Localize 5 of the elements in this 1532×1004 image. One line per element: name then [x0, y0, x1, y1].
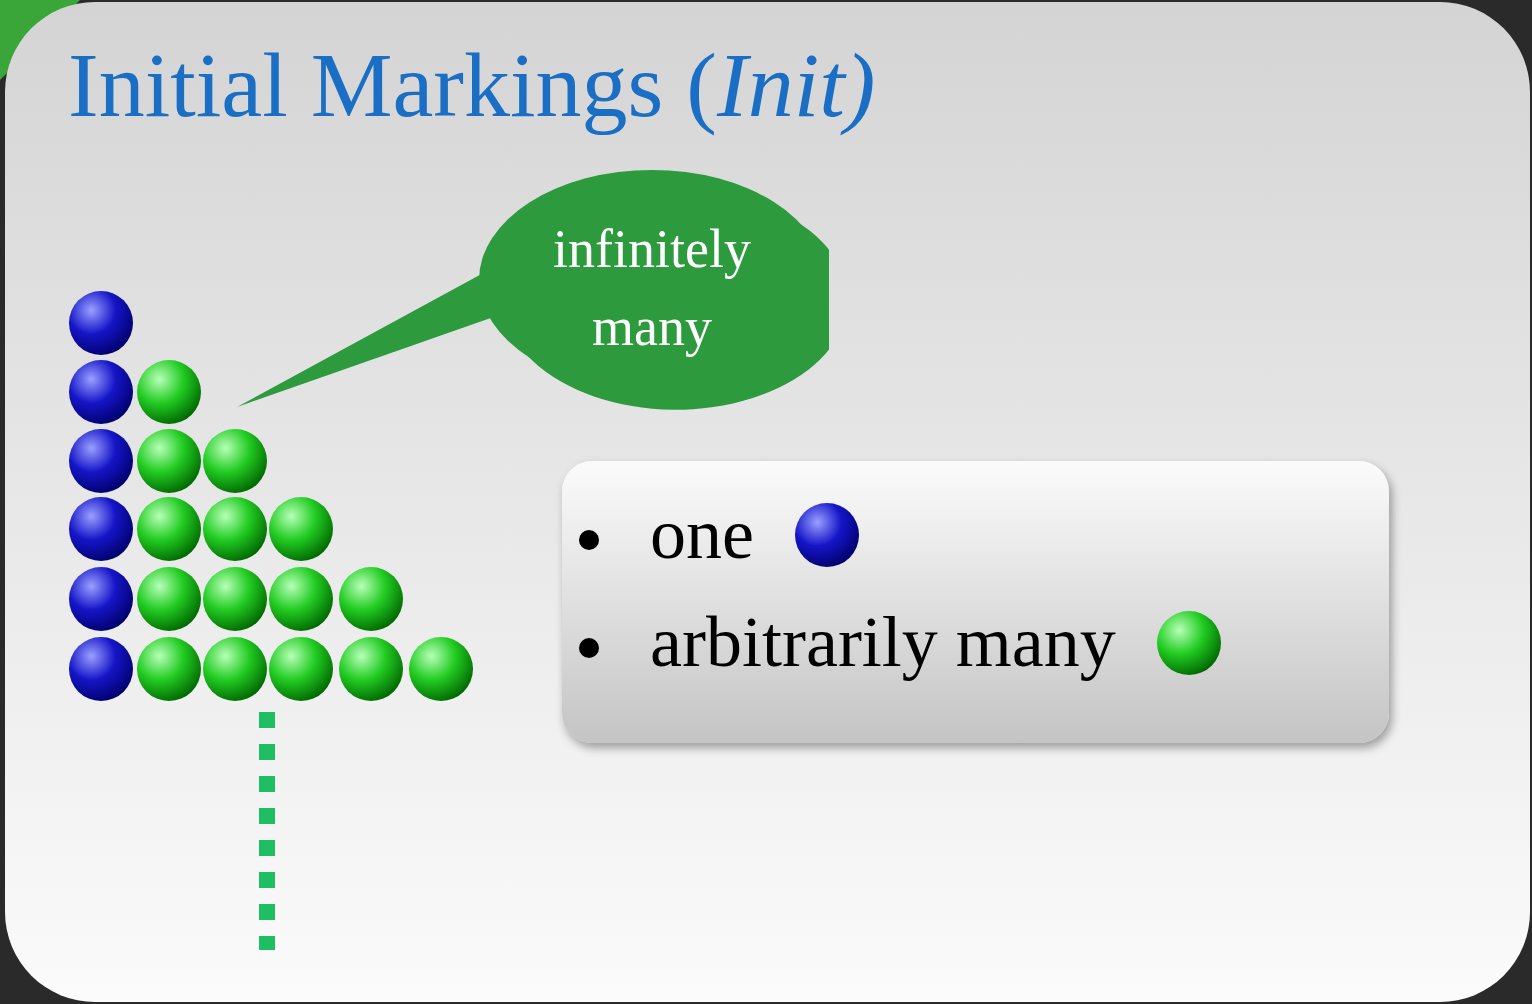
list-text: arbitrarily many [650, 601, 1116, 684]
list-text: one [650, 493, 754, 576]
slide-title: Initial Markings (Init) [68, 33, 876, 138]
bubble-text: infinitely many [552, 218, 752, 359]
text-panel [562, 461, 1389, 743]
